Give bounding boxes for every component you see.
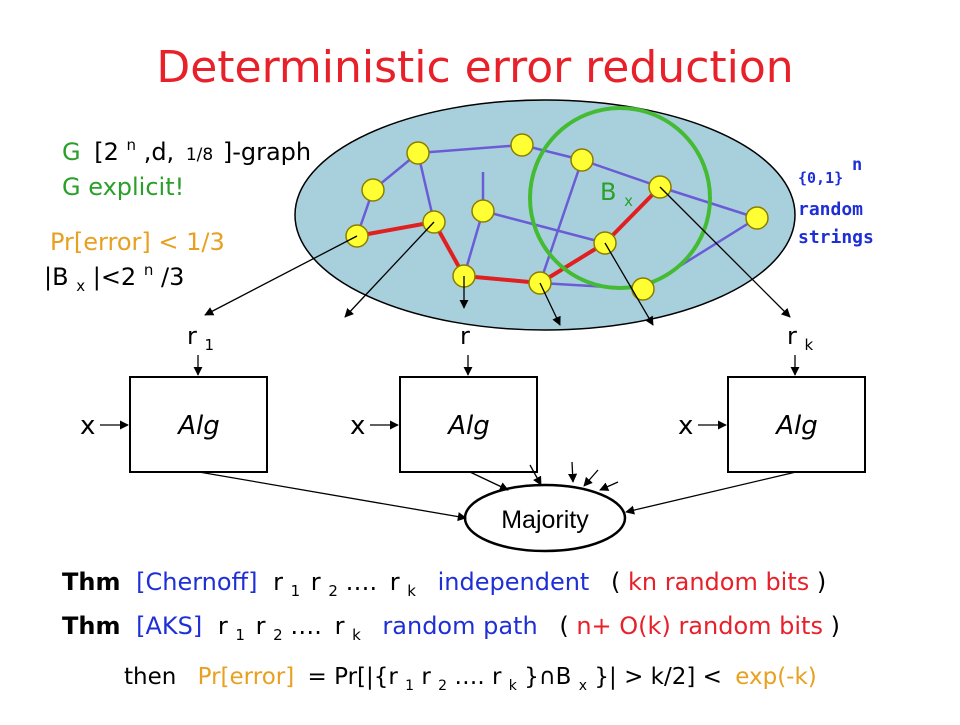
then-sx: x bbox=[579, 678, 587, 694]
thm2-rk: r bbox=[335, 612, 345, 640]
rk-label: r k bbox=[787, 322, 814, 354]
r-label: r bbox=[460, 322, 470, 350]
thm2-bits: n+ O(k) random bits bbox=[576, 612, 823, 640]
sample-arrows bbox=[204, 186, 791, 326]
graph-vertex bbox=[406, 141, 430, 165]
then-tail: }| > k/2] < bbox=[594, 664, 722, 690]
graph-vertex bbox=[510, 133, 534, 157]
thm2-name: [AKS] bbox=[136, 612, 202, 640]
bad-set-circle bbox=[528, 106, 712, 290]
thm2-r2: r bbox=[256, 612, 266, 640]
graph-vertex bbox=[361, 178, 385, 202]
bx-size-open: |B bbox=[44, 263, 69, 291]
bx-size-tail: /3 bbox=[161, 263, 184, 291]
bx-size-sub: x bbox=[76, 277, 85, 295]
r1-label: r 1 bbox=[187, 322, 214, 354]
alg-label: Alg bbox=[176, 411, 220, 441]
bx-size-close: |<2 bbox=[93, 263, 136, 291]
r1-label-main: r bbox=[187, 322, 197, 350]
thm-chernoff: Thm [Chernoff] r 1 r 2 …. r k independen… bbox=[62, 568, 826, 602]
thm2-s1: 1 bbox=[235, 626, 245, 644]
rk-label-sub: k bbox=[805, 336, 814, 354]
then-cap: }∩B bbox=[524, 664, 571, 690]
bad-set-label-sub: x bbox=[624, 192, 633, 210]
alg-box-1: Alg bbox=[129, 376, 268, 473]
graph-explicit: G explicit! bbox=[62, 173, 184, 201]
svg-text:G [2 n ,d,: G [2 n ,d, 1/8 ]-graph bbox=[62, 128, 311, 166]
slide-title: Deterministic error reduction bbox=[156, 42, 793, 93]
graph-vertex bbox=[631, 277, 655, 301]
graph-d: ,d, bbox=[144, 138, 175, 166]
thm2-keyword: Thm bbox=[62, 612, 120, 640]
vertex-set-ellipse bbox=[294, 99, 796, 331]
then-pr-error: Pr[error] bbox=[198, 664, 295, 690]
then-exp: exp(-k) bbox=[735, 664, 817, 690]
input-x-2: x bbox=[350, 411, 365, 441]
thm1-name: [Chernoff] bbox=[136, 568, 257, 596]
then-eq: = Pr[|{r bbox=[308, 664, 399, 690]
thm2-sk: k bbox=[352, 626, 361, 644]
then-statement: then Pr[error] = Pr[|{r 1 r 2 …. r k }∩B… bbox=[124, 664, 817, 696]
graph-g: G bbox=[62, 138, 81, 166]
input-x-1: x bbox=[80, 411, 95, 441]
thm2-bits-open: ( bbox=[559, 612, 568, 640]
graph-vertex bbox=[471, 199, 495, 223]
pr-error-note: Pr[error] < 1/3 bbox=[50, 228, 225, 256]
then-r2: r bbox=[421, 664, 431, 690]
random-label: random bbox=[798, 199, 863, 220]
r1-label-sub: 1 bbox=[205, 336, 215, 354]
thm1-desc: independent bbox=[438, 568, 590, 596]
then-keyword: then bbox=[124, 664, 176, 690]
bx-size-note: |B x |<2 n /3 bbox=[44, 253, 184, 297]
then-sk: k bbox=[509, 678, 518, 694]
bad-set-label-main: B bbox=[600, 178, 616, 206]
set-label: {0,1} bbox=[798, 169, 843, 187]
thm2-dots: …. bbox=[290, 612, 322, 640]
bx-size-n-sup: n bbox=[144, 261, 154, 279]
bad-set-label: B x bbox=[600, 178, 633, 210]
then-s1: 1 bbox=[405, 678, 414, 694]
thm1-keyword: Thm bbox=[62, 568, 120, 596]
thm1-s1: 1 bbox=[291, 582, 301, 600]
graph-n-sup: n bbox=[127, 136, 137, 154]
majority-label: Majority bbox=[501, 506, 589, 534]
thm1-r1: r bbox=[273, 568, 283, 596]
thm1-r2: r bbox=[311, 568, 321, 596]
graph-vertex bbox=[745, 206, 769, 230]
thm2-bits-close: ) bbox=[831, 612, 840, 640]
alg-label: Alg bbox=[774, 411, 818, 441]
thm1-sk: k bbox=[407, 582, 416, 600]
rk-label-main: r bbox=[787, 322, 797, 350]
alg-box-2: Alg bbox=[399, 376, 538, 473]
graph-frac: 1/8 bbox=[186, 145, 213, 165]
input-x-3: x bbox=[678, 411, 693, 441]
thm1-bits-open: ( bbox=[611, 568, 620, 596]
alg-label: Alg bbox=[446, 411, 490, 441]
thm1-dots: …. bbox=[346, 568, 378, 596]
thm-aks: Thm [AKS] r 1 r 2 …. r k random path ( n… bbox=[62, 612, 840, 646]
then-dots: …. r bbox=[454, 664, 502, 690]
random-strings-note: {0,1} n random strings bbox=[798, 155, 874, 248]
graph-bracket-open: [2 bbox=[94, 138, 119, 166]
thm2-s2: 2 bbox=[273, 626, 283, 644]
thm2-desc: random path bbox=[382, 612, 537, 640]
r-to-alg-arrows bbox=[193, 355, 800, 376]
thm2-r1: r bbox=[218, 612, 228, 640]
graph-bracket-close: ]-graph bbox=[223, 138, 311, 166]
thm1-s2: 2 bbox=[328, 582, 338, 600]
thm1-rk: r bbox=[390, 568, 400, 596]
graph-spec: G [2 n ,d, 1/8 ]-graph G explicit! bbox=[62, 128, 311, 201]
thm1-bits: kn random bits bbox=[628, 568, 809, 596]
then-s2: 2 bbox=[438, 678, 447, 694]
graph-vertex bbox=[570, 148, 594, 172]
alg-to-majority-arrows bbox=[198, 461, 797, 522]
strings-label: strings bbox=[798, 227, 874, 248]
alg-box-3: Alg bbox=[727, 376, 866, 473]
thm1-bits-close: ) bbox=[817, 568, 826, 596]
set-n-sup: n bbox=[852, 155, 862, 175]
graph-vertices bbox=[345, 133, 769, 301]
